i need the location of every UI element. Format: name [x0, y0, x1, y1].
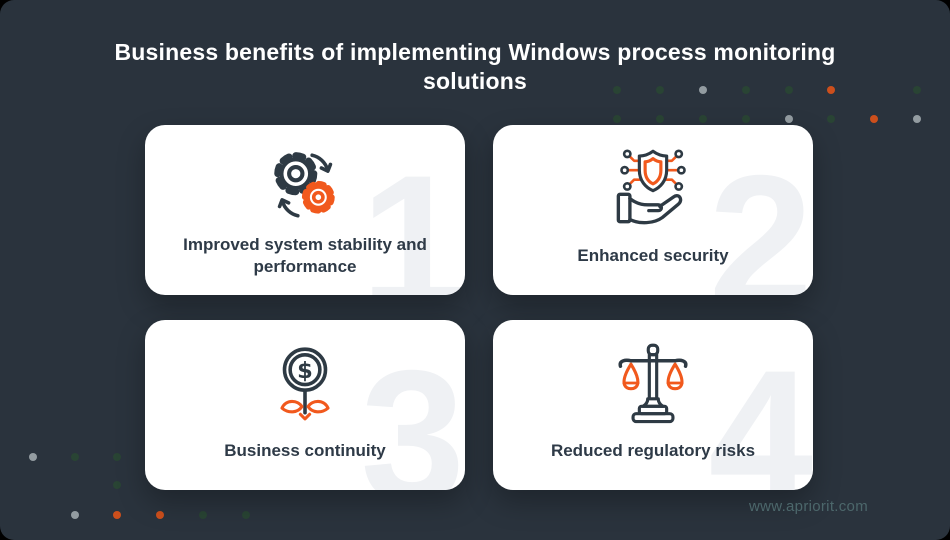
website-url: www.apriorit.com	[749, 498, 868, 515]
decor-dot	[913, 86, 921, 94]
decor-dot	[785, 86, 793, 94]
decor-dot	[785, 115, 793, 123]
money-growth-icon: $	[264, 336, 346, 428]
card-label: Reduced regulatory risks	[550, 441, 756, 460]
card-number-watermark: 4	[708, 331, 813, 490]
card-number-watermark: 2	[708, 136, 813, 295]
decor-dot	[613, 115, 621, 123]
decor-dot	[613, 86, 621, 94]
benefits-card-grid: 1 Improved system s	[145, 125, 813, 490]
decor-dot	[699, 115, 707, 123]
decor-dot	[742, 115, 750, 123]
card-number-watermark: 3	[360, 331, 465, 490]
decor-dot	[71, 511, 79, 519]
justice-scales-icon	[611, 336, 695, 428]
decor-dot	[29, 453, 37, 461]
decor-dot	[870, 115, 878, 123]
card-label: Business continuity	[224, 441, 386, 460]
decor-dot	[113, 511, 121, 519]
decor-dot	[742, 86, 750, 94]
decor-dot	[71, 453, 79, 461]
decor-dot	[199, 511, 207, 519]
decor-dot	[656, 115, 664, 123]
decor-dot	[827, 115, 835, 123]
decor-dot	[656, 86, 664, 94]
card-business-continuity: 3 $ Business continuity	[145, 320, 465, 490]
decor-dot	[156, 511, 164, 519]
card-label: Enhanced security	[577, 246, 729, 265]
card-improved-stability: 1 Improved system s	[145, 125, 465, 295]
gears-sync-icon	[264, 141, 346, 233]
card-label: Improved system stability and performanc…	[183, 235, 427, 276]
page-title-text: Business benefits of implementing Window…	[114, 39, 836, 94]
decor-dot	[699, 86, 707, 94]
decor-dot	[113, 453, 121, 461]
decor-dot	[242, 511, 250, 519]
card-reduced-regulatory-risks: 4 Reduce	[493, 320, 813, 490]
decor-dot	[913, 115, 921, 123]
card-number-watermark: 1	[360, 136, 465, 295]
decor-dot	[827, 86, 835, 94]
svg-text:$: $	[297, 358, 313, 384]
shield-hand-icon	[611, 141, 695, 233]
card-enhanced-security: 2	[493, 125, 813, 295]
page-title: Business benefits of implementing Window…	[0, 38, 950, 96]
decor-dot	[113, 481, 121, 489]
